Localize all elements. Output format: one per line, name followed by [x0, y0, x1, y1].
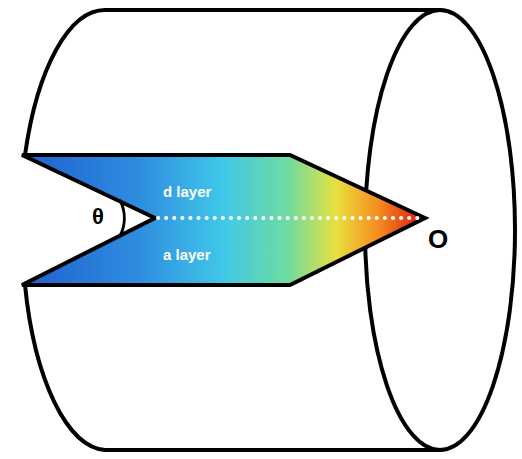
layer-label: a layer: [160, 245, 214, 264]
point-label: O: [428, 224, 448, 255]
layer-region: d layer: [160, 182, 214, 201]
cylinder-top-edge: [25, 10, 440, 155]
wedge-cut: [22, 155, 425, 285]
layer-label: d layer: [160, 182, 214, 201]
cylinder-bottom-edge: [25, 285, 440, 450]
layer-region: a layer: [160, 245, 214, 264]
angle-arc: [120, 200, 124, 236]
angle-symbol: θ: [92, 204, 104, 230]
dotted-axis: [158, 216, 418, 220]
